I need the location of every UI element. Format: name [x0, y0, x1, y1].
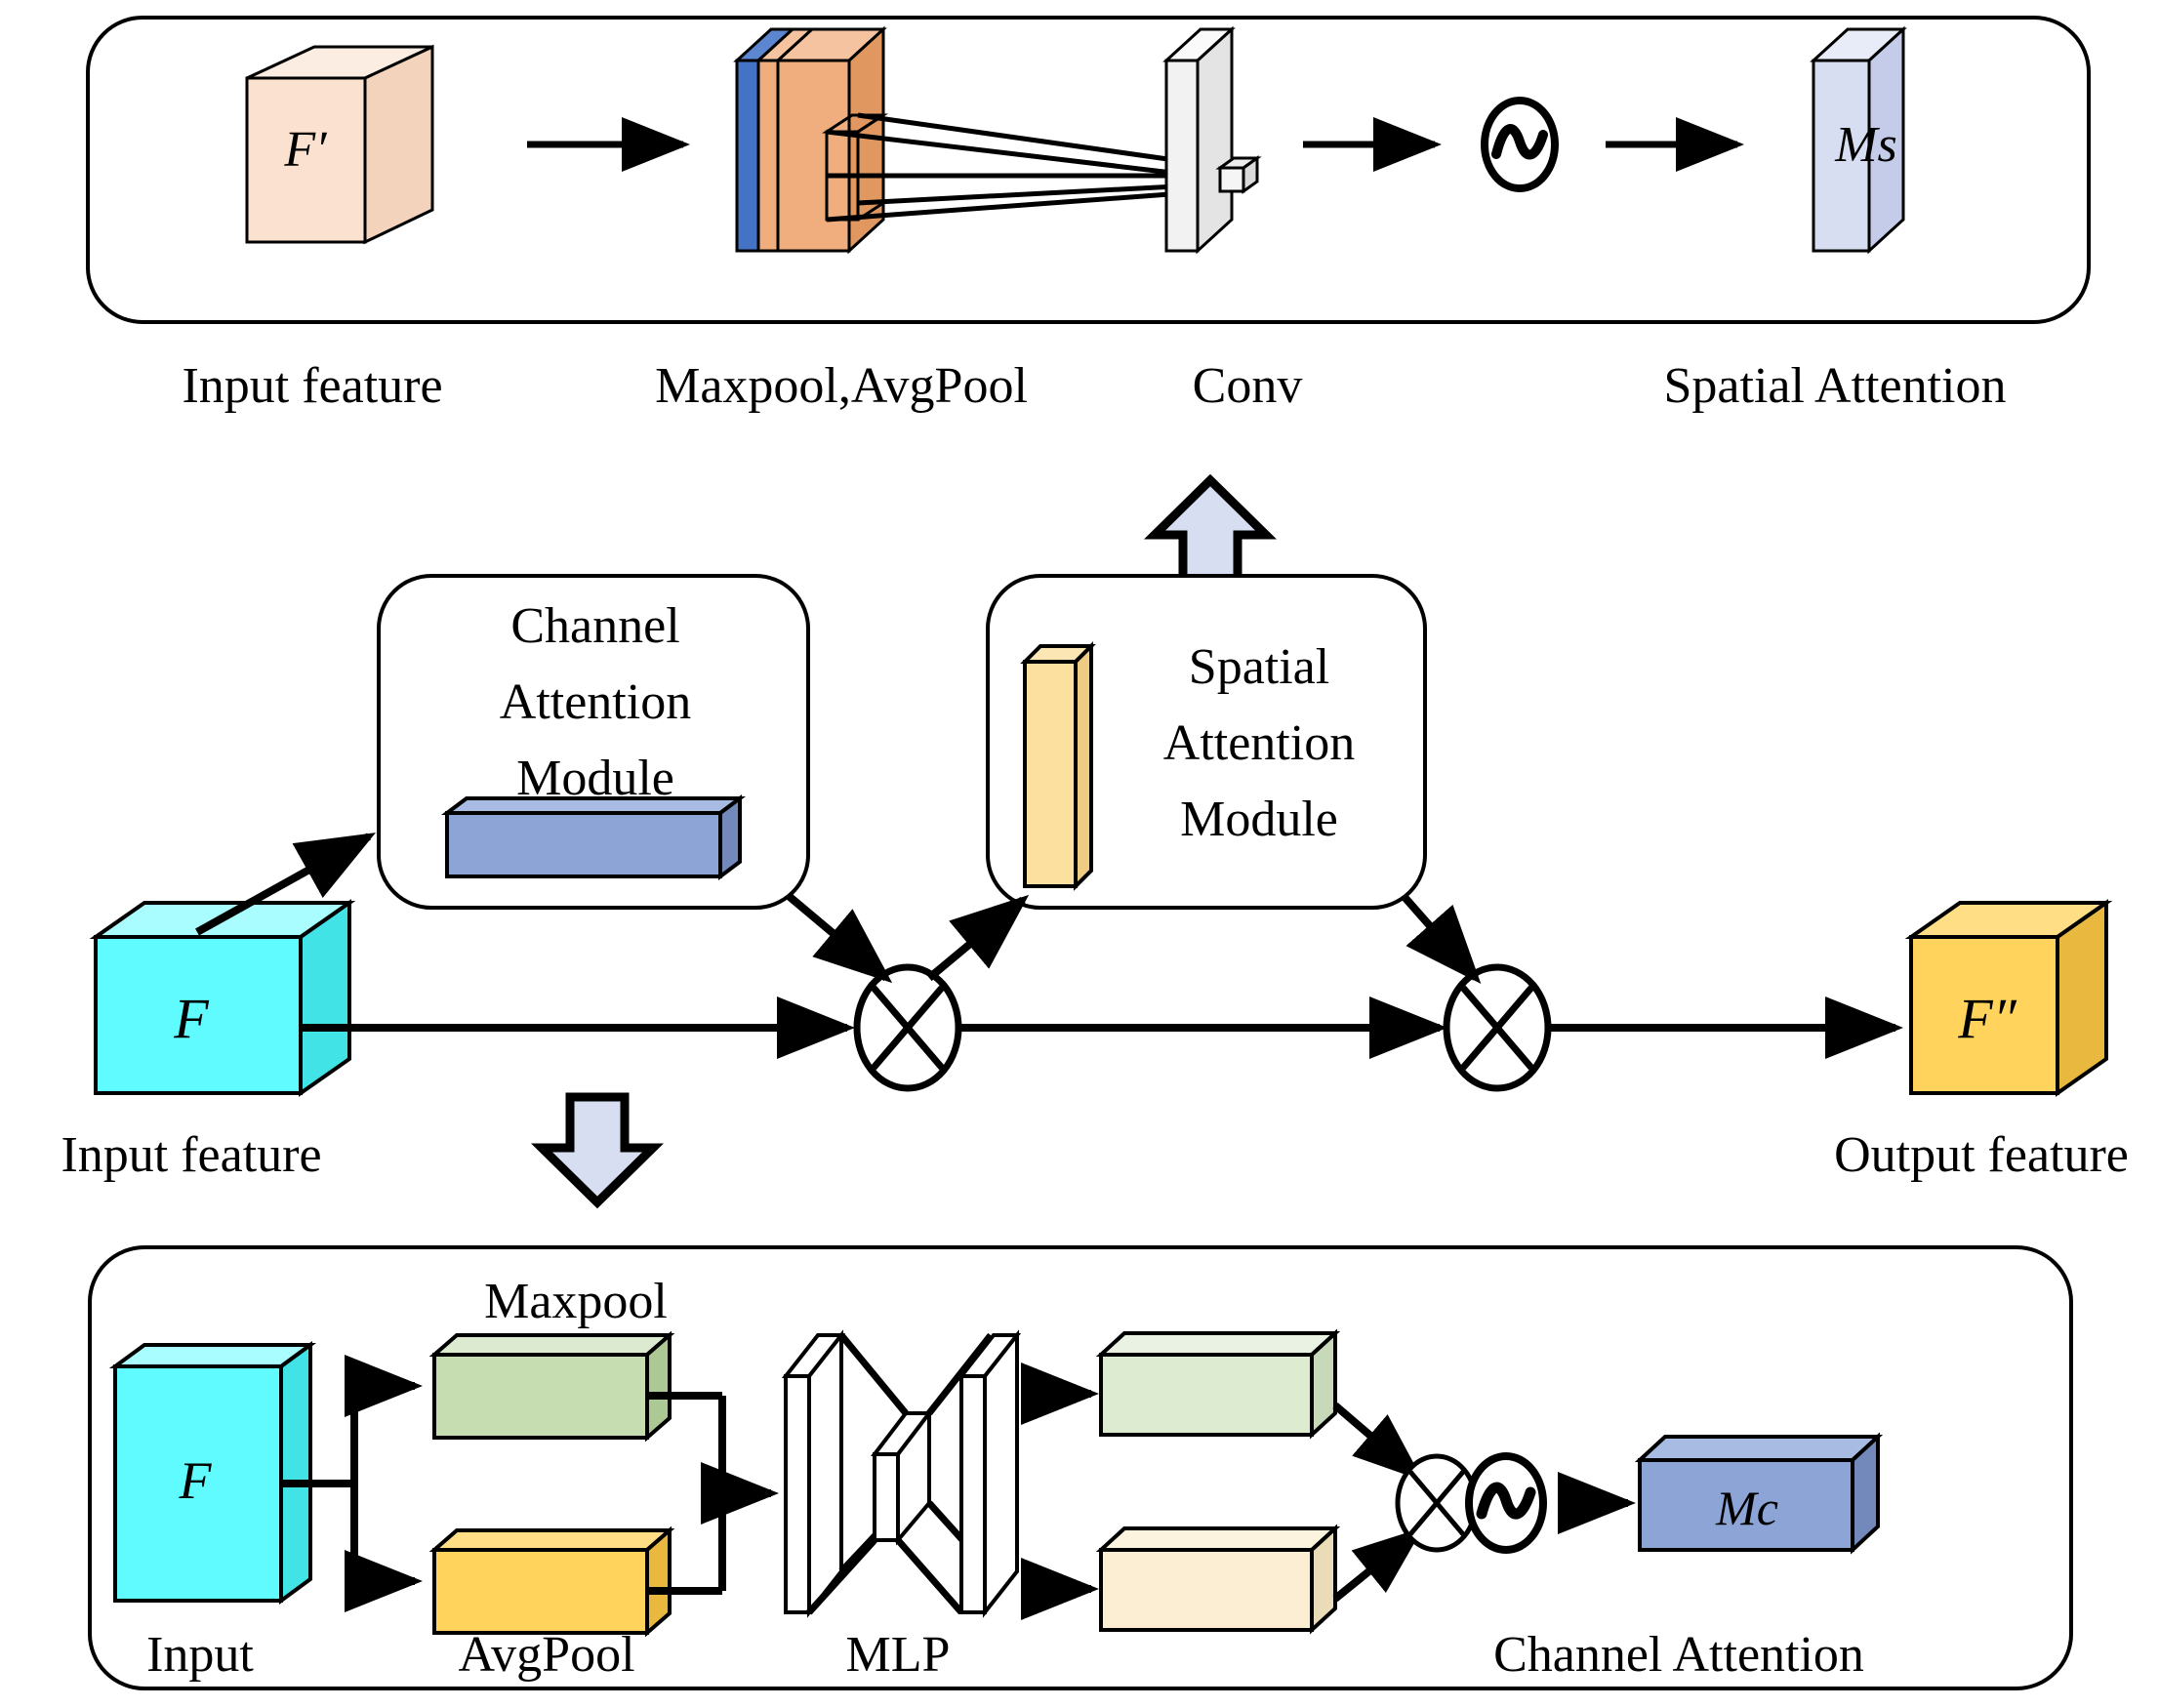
mlp-block — [781, 1329, 1022, 1618]
arrow-spatial-to-multiply2 — [1400, 893, 1482, 985]
spatial-input-block: F′ — [245, 44, 434, 245]
mlp-output-bar-max — [1095, 1328, 1341, 1440]
input-split-connectors — [281, 1355, 423, 1612]
channel-module-line-2: Attention — [500, 674, 691, 730]
spatial-attention-output-label: Ms — [1834, 117, 1897, 173]
multiply-operator-1 — [853, 963, 962, 1092]
arrow-input-to-channel-module — [195, 833, 376, 936]
pool-merge-connectors — [647, 1392, 779, 1595]
channel-input-block: F — [108, 1341, 317, 1605]
caption-input-bottom: Input — [146, 1627, 254, 1683]
channel-attention-module-box[interactable]: Channel Attention Module — [377, 574, 810, 910]
channel-input-label: F — [179, 1451, 213, 1510]
caption-spatial-attention: Spatial Attention — [1664, 358, 2007, 414]
avgpool-bar — [428, 1525, 675, 1638]
channel-attention-output-block: Mc — [1634, 1432, 1884, 1555]
arrow-channel-to-multiply1 — [786, 892, 893, 984]
mlp-output-bar-avg — [1095, 1524, 1341, 1635]
arrow-multiply1-to-spatial-module — [926, 894, 1030, 982]
caption-mlp: MLP — [846, 1627, 951, 1683]
caption-output-feature-main: Output feature — [1834, 1127, 2129, 1183]
sigmoid-icon-channel — [1465, 1452, 1547, 1554]
spatial-module-line-1: Spatial — [1189, 639, 1329, 695]
multiply-operator-channel — [1395, 1453, 1479, 1553]
arrow-yellow-to-multiply — [1332, 1526, 1424, 1603]
multiply-operator-2 — [1443, 963, 1552, 1092]
caption-maxpool-bottom: Maxpool — [484, 1274, 668, 1329]
spatial-panel-border — [86, 16, 2091, 324]
conv-block — [1162, 25, 1262, 255]
block-arrow-up — [1143, 473, 1278, 590]
caption-conv: Conv — [1193, 358, 1303, 414]
caption-maxpool-avgpool: Maxpool,AvgPool — [655, 358, 1028, 414]
spatial-module-border — [986, 574, 1427, 910]
arrow-green-to-multiply — [1332, 1402, 1424, 1482]
main-input-label: F — [173, 987, 209, 1050]
channel-attention-bar — [441, 794, 746, 880]
spatial-module-line-2: Attention — [1163, 715, 1355, 771]
main-output-block: F″ — [1904, 899, 2113, 1097]
caption-avgpool-bottom: AvgPool — [458, 1627, 634, 1683]
main-flow: Channel Attention Module Spatial Attenti… — [61, 574, 2129, 1183]
spatial-attention-output-block: Ms — [1810, 25, 1907, 255]
spatial-attention-bar — [1020, 641, 1096, 891]
main-output-label: F″ — [1957, 987, 2016, 1050]
spatial-attention-panel: F′ — [86, 16, 2091, 414]
sigmoid-icon — [1481, 97, 1559, 192]
caption-input-feature-main: Input feature — [61, 1127, 321, 1183]
spatial-module-line-3: Module — [1180, 792, 1338, 847]
maxpool-bar — [428, 1330, 675, 1443]
caption-channel-attention: Channel Attention — [1493, 1627, 1864, 1683]
spatial-attention-module-box[interactable]: Spatial Attention Module — [986, 574, 1427, 910]
channel-module-line-1: Channel — [510, 598, 679, 654]
spatial-input-label: F′ — [283, 122, 328, 178]
maxpool-avgpool-slabs — [733, 25, 889, 255]
channel-attention-output-label: Mc — [1715, 1481, 1778, 1535]
main-input-block: F — [89, 899, 356, 1097]
caption-input-feature-top: Input feature — [182, 358, 442, 414]
block-arrow-down — [530, 1092, 665, 1209]
channel-attention-panel: Maxpool F — [88, 1245, 2073, 1690]
